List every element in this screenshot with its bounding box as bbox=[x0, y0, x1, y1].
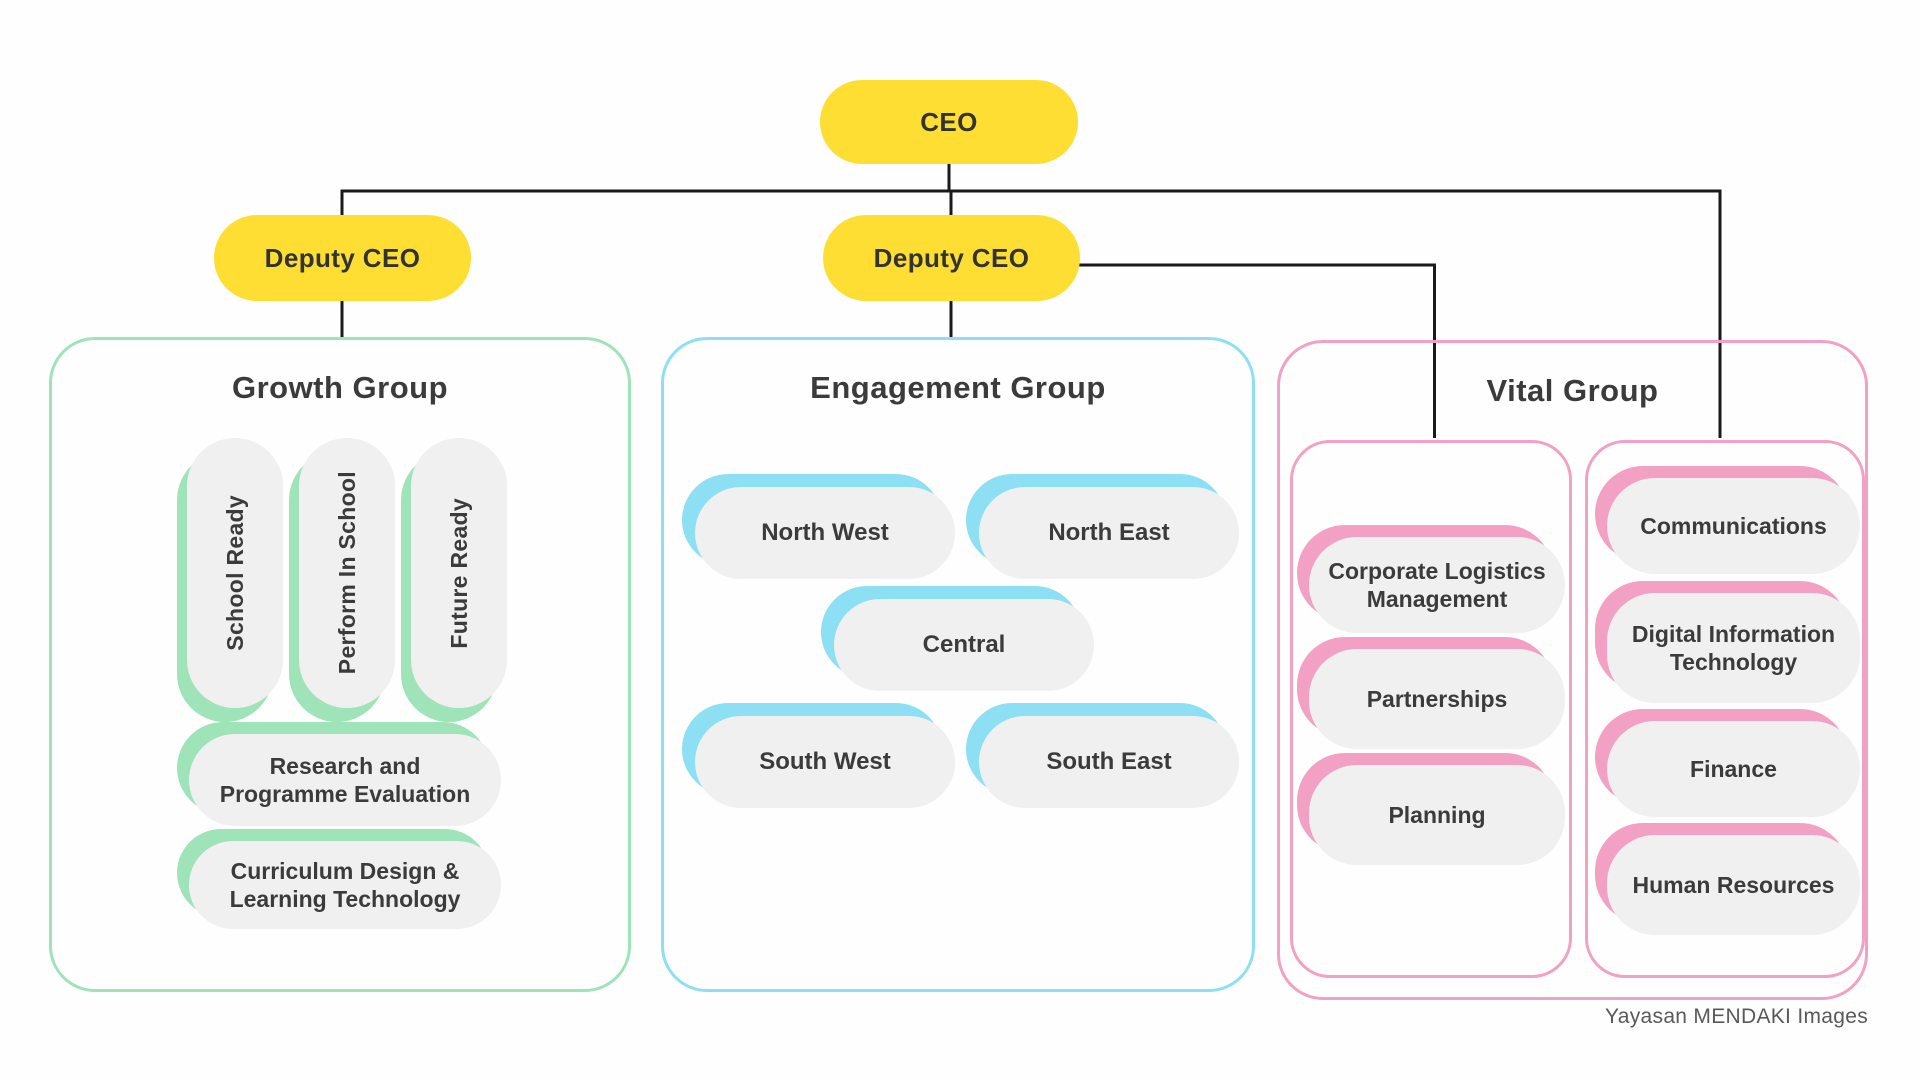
pill-north-east-label: North East bbox=[1048, 519, 1170, 547]
deputy-ceo-right-label: Deputy CEO bbox=[873, 242, 1030, 273]
pill-perform-in-school-label: Perform In School bbox=[333, 471, 360, 675]
pill-communications: Communications bbox=[1607, 478, 1860, 574]
pill-digital-information-technology: Digital Information Technology bbox=[1607, 593, 1860, 703]
pill-north-west: North West bbox=[695, 487, 955, 579]
pill-south-west-label: South West bbox=[759, 748, 891, 776]
pill-central: Central bbox=[834, 599, 1094, 691]
pill-south-east-label: South East bbox=[1046, 748, 1172, 776]
pill-school-ready-label: School Ready bbox=[221, 495, 248, 651]
pill-school-ready: School Ready bbox=[187, 438, 283, 708]
vital-group-title: Vital Group bbox=[1486, 373, 1659, 408]
pill-corporate-logistics-management: Corporate Logistics Management bbox=[1309, 537, 1565, 633]
pill-finance-label: Finance bbox=[1690, 755, 1777, 782]
pill-planning: Planning bbox=[1309, 765, 1565, 865]
pill-future-ready: Future Ready bbox=[411, 438, 507, 708]
growth-group-box: Growth Group School Ready Perform In Sch… bbox=[49, 337, 631, 992]
pill-south-west: South West bbox=[695, 716, 955, 808]
pill-curriculum-design-learning-technology: Curriculum Design & Learning Technology bbox=[189, 841, 501, 929]
pill-central-label: Central bbox=[922, 631, 1006, 659]
pill-human-resources-label: Human Resources bbox=[1632, 871, 1835, 898]
deputy-ceo-left-label: Deputy CEO bbox=[264, 242, 421, 273]
pill-perform-in-school: Perform In School bbox=[299, 438, 395, 708]
growth-group-title: Growth Group bbox=[231, 370, 449, 405]
pill-planning-label: Planning bbox=[1388, 801, 1486, 828]
engagement-group-box: Engagement Group North West North East C… bbox=[661, 337, 1255, 992]
vital-group-box: Vital Group Corporate Logistics Manageme… bbox=[1277, 340, 1868, 1000]
ceo-node: CEO bbox=[820, 80, 1078, 164]
pill-south-east: South East bbox=[979, 716, 1239, 808]
ceo-label: CEO bbox=[920, 106, 978, 137]
pill-research-programme-evaluation-label: Research and Programme Evaluation bbox=[219, 752, 471, 807]
image-credit-caption: Yayasan MENDAKI Images bbox=[1605, 1005, 1868, 1028]
pill-partnerships: Partnerships bbox=[1309, 649, 1565, 749]
pill-communications-label: Communications bbox=[1640, 512, 1827, 539]
pill-north-west-label: North West bbox=[761, 519, 889, 547]
deputy-ceo-left-node: Deputy CEO bbox=[214, 215, 471, 301]
pill-future-ready-label: Future Ready bbox=[445, 497, 472, 649]
pill-human-resources: Human Resources bbox=[1607, 835, 1860, 935]
vital-right-subbox: Communications Digital Information Techn… bbox=[1585, 440, 1865, 978]
engagement-group-title: Engagement Group bbox=[810, 370, 1106, 405]
vital-left-subbox: Corporate Logistics Management Partnersh… bbox=[1290, 440, 1572, 978]
pill-corporate-logistics-management-label: Corporate Logistics Management bbox=[1328, 557, 1546, 612]
pill-north-east: North East bbox=[979, 487, 1239, 579]
pill-finance: Finance bbox=[1607, 721, 1860, 817]
deputy-ceo-right-node: Deputy CEO bbox=[823, 215, 1080, 301]
pill-curriculum-design-learning-technology-label: Curriculum Design & Learning Technology bbox=[229, 857, 461, 912]
pill-digital-information-technology-label: Digital Information Technology bbox=[1631, 620, 1836, 675]
pill-research-programme-evaluation: Research and Programme Evaluation bbox=[189, 734, 501, 826]
pill-partnerships-label: Partnerships bbox=[1366, 685, 1508, 712]
